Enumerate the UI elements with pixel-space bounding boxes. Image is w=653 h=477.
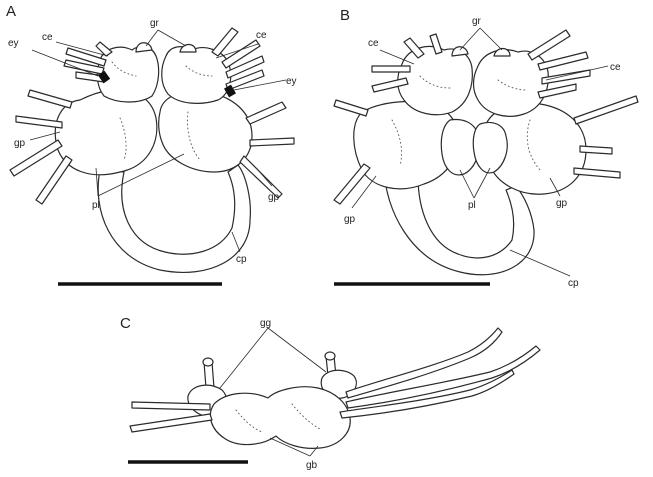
panel-a-gr-leader	[146, 30, 186, 46]
panel-a-label-ey-right: ey	[286, 76, 297, 87]
panel-a-connective	[98, 165, 250, 272]
panel-a-nerve-9	[28, 90, 72, 108]
panel-b-nerve-6	[538, 52, 588, 70]
panel-b-nerve-5	[528, 30, 570, 60]
panel-b-nerve-11	[574, 96, 638, 124]
panel-b: B	[334, 7, 638, 289]
panel-b-gr-left	[452, 47, 468, 56]
panel-a-nerve-12	[36, 156, 72, 204]
panel-b-gr-leader	[460, 28, 502, 50]
panel-b-nerve-12	[580, 146, 612, 154]
panel-a-label-ce-left: ce	[42, 32, 53, 43]
panel-a-nerve-14	[250, 138, 294, 146]
panel-b-nerve-2	[372, 66, 410, 72]
panel-a-nerve-13	[246, 102, 286, 124]
panel-c-label-gg: gg	[260, 318, 271, 329]
panel-c-body	[210, 387, 350, 449]
panel-b-nerve-13	[574, 168, 620, 178]
panel-a: A	[6, 3, 297, 284]
panel-a-gr-left	[136, 43, 152, 52]
panel-a-letter: A	[6, 3, 16, 20]
panel-a-gr-right	[180, 45, 196, 53]
panel-a-label-ce-right: ce	[256, 30, 267, 41]
panel-a-label-gp-right: gp	[268, 192, 280, 203]
panel-c-right-stalk-tip	[325, 352, 335, 360]
panel-c: C gg gb	[120, 315, 540, 471]
panel-a-label-gr: gr	[150, 18, 160, 29]
panel-b-label-pl: pl	[468, 200, 476, 211]
panel-c-left-stalk-tip	[203, 358, 213, 366]
panel-c-gg-leader	[220, 328, 326, 388]
panel-c-letter: C	[120, 315, 131, 332]
panel-a-label-pl: pl	[92, 200, 100, 211]
panel-b-label-gp-right: gp	[556, 198, 568, 209]
panel-b-label-cp: cp	[568, 278, 579, 289]
panel-b-label-ce-left: ce	[368, 38, 379, 49]
panel-b-nerve-10	[334, 164, 370, 204]
panel-a-nerve-10	[16, 116, 62, 128]
panel-a-label-ey-left: ey	[8, 38, 19, 49]
panel-c-left-nerve-2	[130, 414, 212, 432]
panel-a-label-cp: cp	[236, 254, 247, 265]
panel-b-label-gp-left: gp	[344, 214, 356, 225]
panel-b-label-gr: gr	[472, 16, 482, 27]
panel-c-left-nerve-1	[132, 402, 210, 410]
panel-a-right-cerebral-ganglion	[162, 47, 231, 104]
panel-b-right-cerebral-ganglion	[474, 50, 549, 117]
panel-a-label-gp-left: gp	[14, 138, 26, 149]
panel-b-left-cerebral-ganglion	[398, 46, 473, 114]
panel-b-letter: B	[340, 7, 350, 24]
panel-b-nerve-9	[334, 100, 368, 116]
panel-b-label-ce-right: ce	[610, 62, 621, 73]
panel-c-label-gb: gb	[306, 460, 318, 471]
